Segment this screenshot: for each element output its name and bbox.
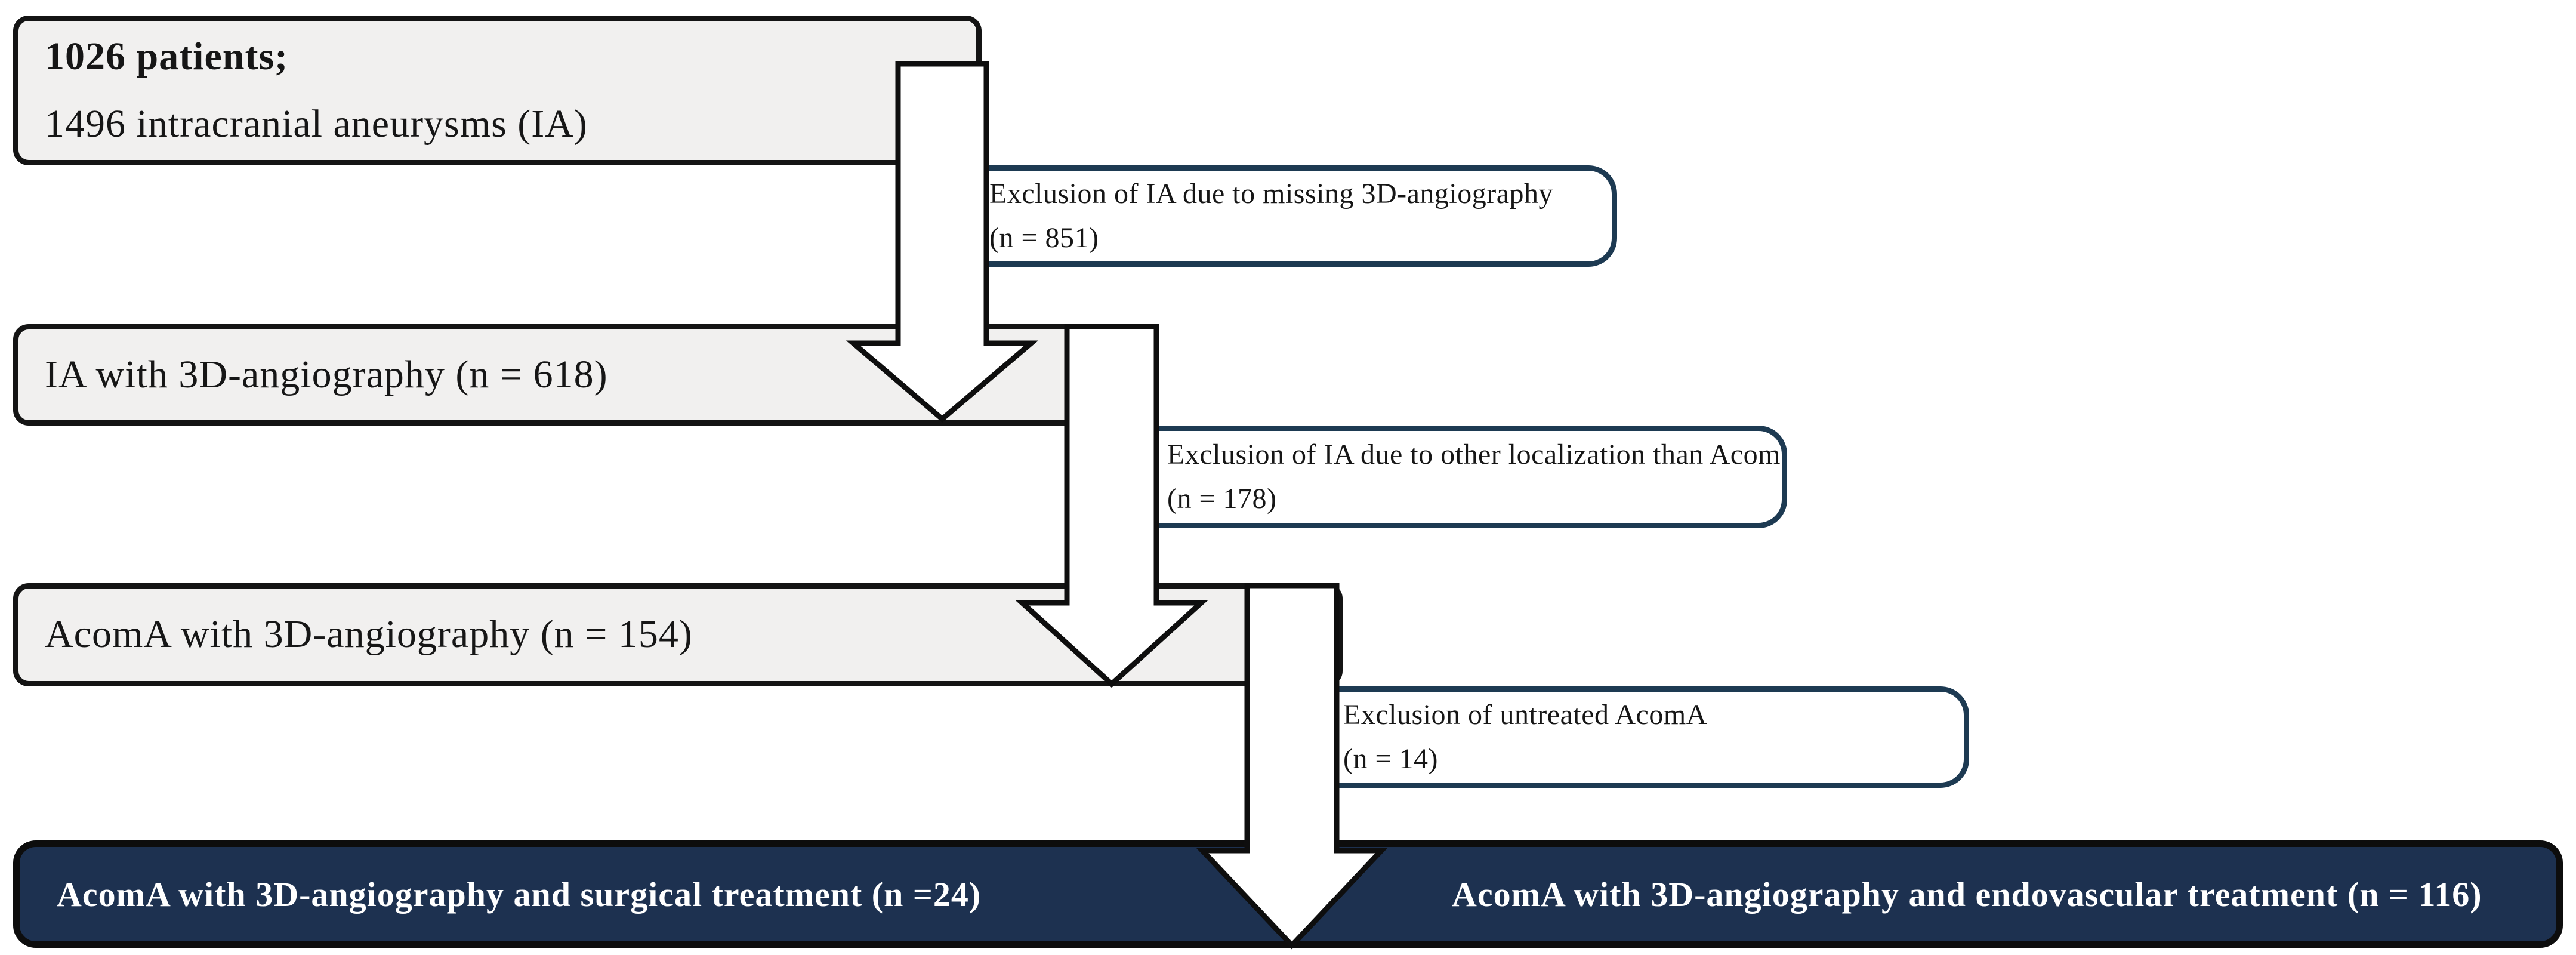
exclusion-count: (n = 851)	[989, 222, 1099, 254]
exclusion-box-untreated-acoma: Exclusion of untreated AcomA (n = 14)	[1295, 686, 1969, 788]
outcome-label-surgical: AcomA with 3D-angiography and surgical t…	[57, 874, 982, 914]
outcome-band: AcomA with 3D-angiography and surgical t…	[13, 840, 2563, 948]
exclusion-reason: Exclusion of IA due to missing 3D-angiog…	[989, 177, 1554, 210]
cohort-box-acoma-with-3d-angiography: AcomA with 3D-angiography (n = 154)	[13, 583, 1343, 686]
exclusion-box-missing-3d-angiography: Exclusion of IA due to missing 3D-angiog…	[941, 165, 1617, 267]
exclusion-count: (n = 14)	[1343, 743, 1439, 775]
cohort-label: IA with 3D-angiography (n = 618)	[45, 352, 608, 396]
cohort-label: AcomA with 3D-angiography (n = 154)	[45, 612, 693, 657]
patients-count-line: 1026 patients;	[45, 35, 289, 79]
exclusion-box-other-localization: Exclusion of IA due to other localizatio…	[1119, 426, 1787, 528]
cohort-box-ia-with-3d-angiography: IA with 3D-angiography (n = 618)	[13, 324, 1155, 426]
exclusion-reason: Exclusion of untreated AcomA	[1343, 698, 1707, 731]
exclusion-reason: Exclusion of IA due to other localizatio…	[1167, 438, 1781, 470]
outcome-label-endovascular: AcomA with 3D-angiography and endovascul…	[1452, 874, 2482, 914]
aneurysms-count-line: 1496 intracranial aneurysms (IA)	[45, 101, 588, 146]
exclusion-count: (n = 178)	[1167, 483, 1277, 515]
cohort-box-patients: 1026 patients; 1496 intracranial aneurys…	[13, 16, 982, 165]
